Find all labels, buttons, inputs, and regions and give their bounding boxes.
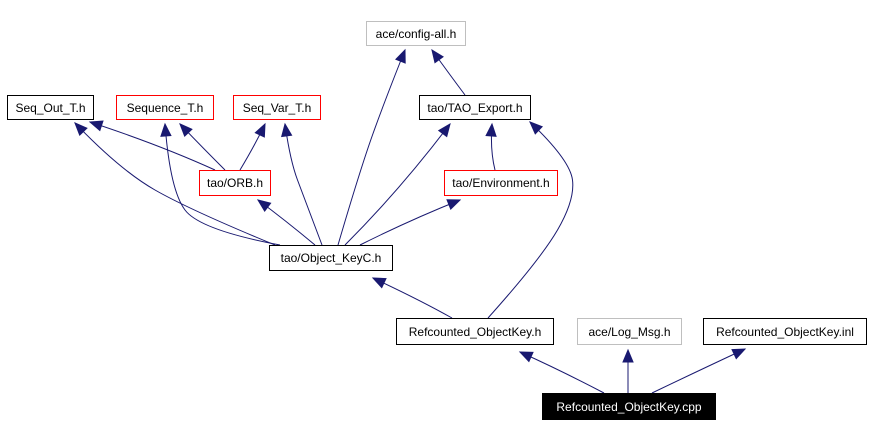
arrowhead-icon <box>179 123 193 138</box>
edge-line <box>519 351 605 394</box>
node-refcounted-objectkey-cpp[interactable]: Refcounted_ObjectKey.cpp <box>542 393 716 420</box>
arrowhead-icon <box>529 121 544 135</box>
edge-object_keyc-to-seq_out <box>74 122 276 246</box>
edge-line <box>359 199 461 246</box>
arrowhead-icon <box>518 351 534 363</box>
arrowhead-icon <box>88 120 104 132</box>
node-seq-out-t-h[interactable]: Seq_Out_T.h <box>7 95 94 120</box>
edge-line <box>89 121 216 171</box>
node-ace-config-all-h[interactable]: ace/config-all.h <box>366 21 466 46</box>
arrowhead-icon <box>731 348 747 360</box>
edge-line <box>337 49 406 246</box>
edge-ref_cpp-to-ref_h <box>518 351 605 394</box>
edge-ref_h-to-object_keyc <box>371 277 453 319</box>
node-tao-object-keyc-h[interactable]: tao/Object_KeyC.h <box>269 245 393 271</box>
edge-object_keyc-to-orb <box>256 199 316 246</box>
arrowhead-icon <box>446 199 462 210</box>
edge-object_keyc-to-config_all <box>337 48 406 246</box>
edge-tao_export-to-config_all <box>431 48 466 96</box>
node-sequence-t-h[interactable]: Sequence_T.h <box>116 95 214 120</box>
edge-line <box>487 121 574 319</box>
edge-object_keyc-to-tao_export <box>344 122 451 246</box>
edge-object_keyc-to-environment <box>359 199 462 246</box>
edge-line <box>284 123 323 246</box>
edge-orb-to-sequence <box>179 123 226 171</box>
edge-orb-to-seq_var <box>239 122 266 171</box>
edge-line <box>344 123 451 246</box>
arrowhead-icon <box>395 48 406 64</box>
edge-line <box>74 122 276 246</box>
edge-object_keyc-to-seq_var <box>281 122 323 246</box>
arrowhead-icon <box>437 122 451 138</box>
edge-object_keyc-to-sequence <box>160 122 281 246</box>
arrowhead-icon <box>254 122 266 138</box>
edge-line <box>651 348 746 394</box>
node-tao-export-h[interactable]: tao/TAO_Export.h <box>419 95 531 120</box>
node-tao-environment-h[interactable]: tao/Environment.h <box>444 170 558 196</box>
arrowhead-icon <box>74 122 88 137</box>
arrowhead-icon <box>160 122 172 137</box>
arrowhead-icon <box>485 122 497 137</box>
node-refcounted-objectkey-inl[interactable]: Refcounted_ObjectKey.inl <box>703 318 867 345</box>
arrowhead-icon <box>622 348 634 363</box>
edge-orb-to-seq_out <box>88 120 216 171</box>
edge-environment-to-tao_export <box>485 122 497 171</box>
edge-ref_cpp-to-log_msg <box>622 348 634 393</box>
edge-line <box>164 123 281 246</box>
node-refcounted-objectkey-h[interactable]: Refcounted_ObjectKey.h <box>396 318 554 345</box>
edge-ref_h-to-tao_export <box>487 121 574 319</box>
edge-line <box>372 277 453 319</box>
arrowhead-icon <box>256 199 272 213</box>
arrowhead-icon <box>281 122 293 138</box>
node-tao-orb-h[interactable]: tao/ORB.h <box>199 170 271 196</box>
node-ace-log-msg-h[interactable]: ace/Log_Msg.h <box>577 318 682 345</box>
arrowhead-icon <box>431 48 444 64</box>
arrowhead-icon <box>371 277 387 289</box>
edge-ref_cpp-to-ref_inl <box>651 348 747 394</box>
node-seq-var-t-h[interactable]: Seq_Var_T.h <box>233 95 321 120</box>
